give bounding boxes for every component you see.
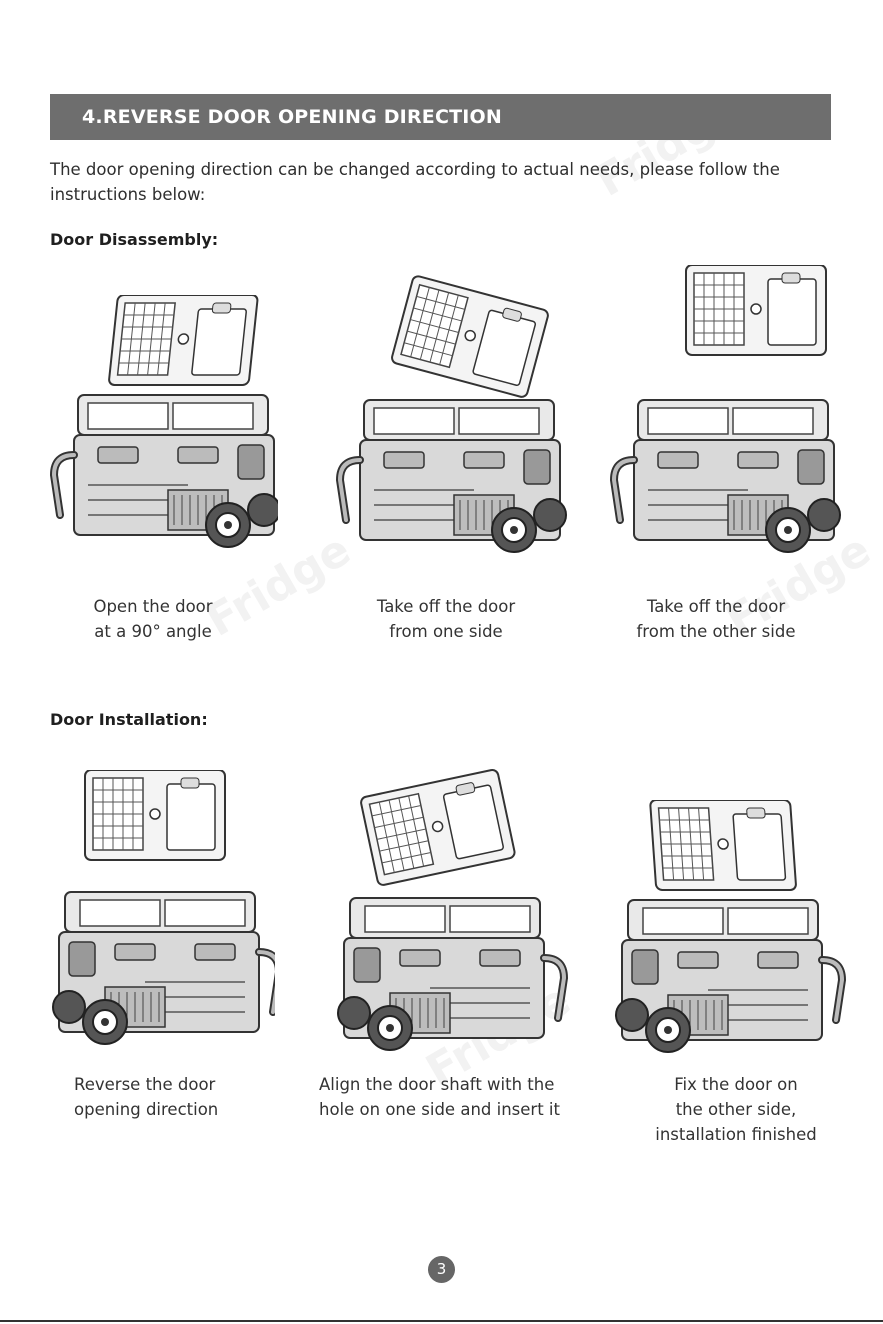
section-header: 4.REVERSE DOOR OPENING DIRECTION	[50, 94, 831, 140]
caption-open-door: Open the door at a 90° angle	[93, 597, 213, 641]
caption-remove-one-side: Take off the door from one side	[376, 597, 516, 641]
disassembly-title: Door Disassembly:	[50, 230, 219, 249]
intro-text: The door opening direction can be change…	[50, 160, 780, 204]
caption-remove-other-side: Take off the door from the other side	[636, 597, 796, 641]
fridge-remove-door-other-side-illustration	[608, 265, 848, 565]
installation-title: Door Installation:	[50, 710, 208, 729]
fridge-reverse-door-illustration	[45, 770, 275, 1060]
fridge-open-door-illustration	[48, 295, 278, 555]
section-title: 4.REVERSE DOOR OPENING DIRECTION	[82, 106, 502, 128]
bottom-divider	[0, 1320, 883, 1322]
caption-align-door-shaft: Align the door shaft with the hole on on…	[319, 1075, 560, 1119]
page-number: 3	[428, 1256, 455, 1283]
caption-fix-door: Fix the door on the other side, installa…	[655, 1075, 817, 1144]
fridge-remove-door-one-side-illustration	[334, 274, 574, 565]
fridge-align-door-shaft-illustration	[330, 768, 570, 1058]
caption-reverse-door: Reverse the door opening direction	[74, 1075, 219, 1119]
fridge-door-installed-illustration	[608, 800, 848, 1060]
